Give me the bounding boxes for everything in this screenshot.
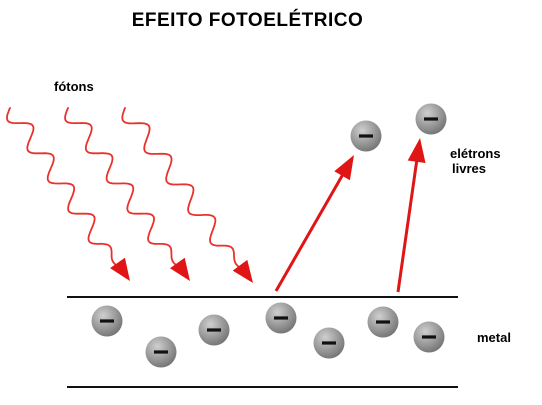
metal-label: metal	[477, 330, 511, 345]
emission-arrows	[274, 138, 426, 293]
metal-surface	[67, 296, 458, 388]
electron-sign	[100, 319, 114, 323]
electron-sign	[422, 335, 436, 339]
bound-electron: −	[145, 336, 177, 368]
emission-arrow-shaft	[396, 153, 420, 293]
electron-sign	[274, 316, 288, 320]
photon-wave	[64, 107, 177, 266]
emission-arrowhead	[334, 155, 354, 181]
photon-waves	[6, 107, 253, 283]
bound-electron: −	[367, 306, 399, 338]
photon-wave	[121, 107, 240, 268]
electron-sign	[322, 341, 336, 345]
emission-arrow-2	[396, 138, 426, 293]
electron-sign	[154, 350, 168, 354]
bound-electron: −	[413, 321, 445, 353]
free-electron: −	[415, 103, 447, 135]
emission-arrow-1	[274, 155, 354, 292]
photon-arrowhead	[232, 259, 253, 283]
electron-sign	[207, 328, 221, 332]
photon-1	[6, 107, 130, 281]
photon-wave	[6, 107, 117, 266]
free-electrons-label-line2: livres	[452, 161, 486, 176]
electron-sign	[424, 117, 438, 121]
bound-electron: −	[265, 302, 297, 334]
diagram-title: EFEITO FOTOELÉTRICO	[131, 10, 364, 31]
free-electron: −	[350, 120, 382, 152]
bound-electron: −	[198, 314, 230, 346]
photon-arrowhead	[110, 257, 130, 281]
free-electrons-label: elétrons livres	[450, 146, 501, 176]
photons-label: fótons	[54, 79, 94, 94]
photon-arrowhead	[170, 257, 190, 281]
emission-arrowhead	[407, 138, 426, 163]
free-electrons-label-line1: elétrons	[450, 146, 501, 161]
bound-electron: −	[91, 305, 123, 337]
emission-arrow-shaft	[274, 168, 348, 292]
electrons: −−−−−−−−−	[91, 103, 447, 368]
photon-2	[64, 107, 190, 281]
photon-3	[121, 107, 253, 283]
bound-electron: −	[313, 327, 345, 359]
electron-sign	[359, 134, 373, 138]
electron-sign	[376, 320, 390, 324]
